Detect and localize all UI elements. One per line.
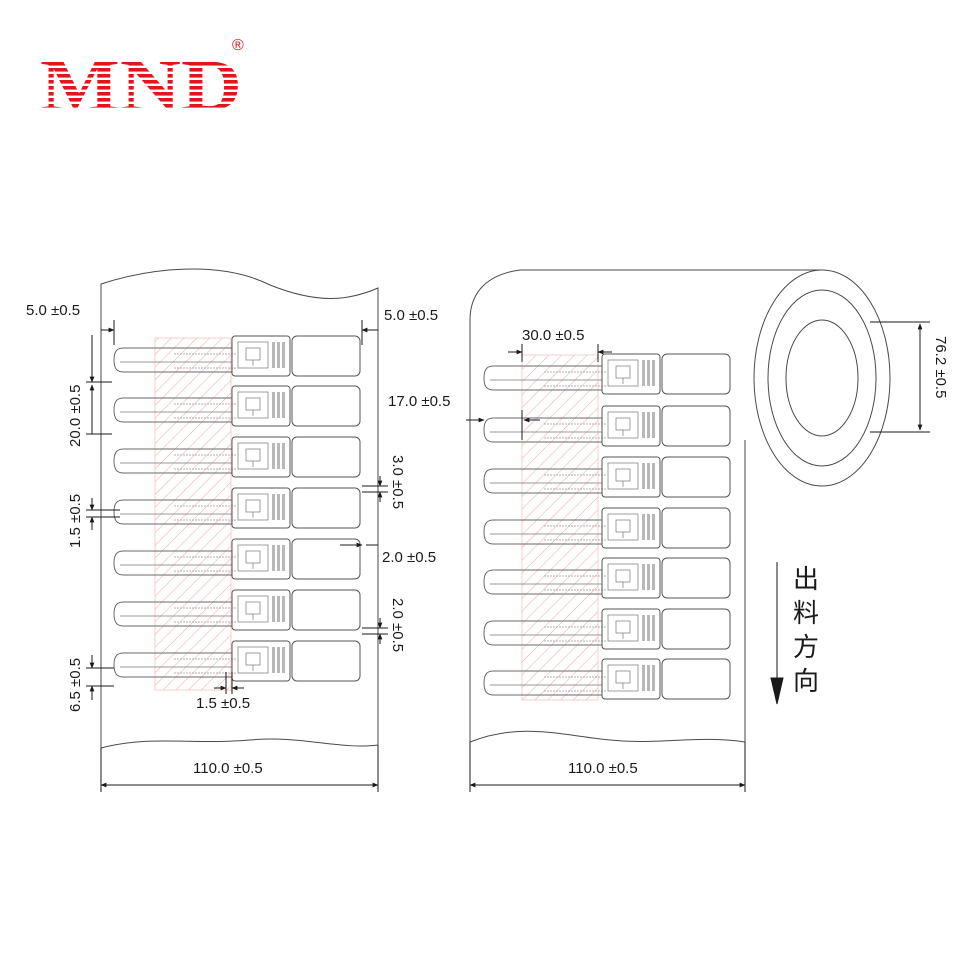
right-dimension-lines xyxy=(466,321,930,792)
right-roll-diagram xyxy=(469,269,891,743)
left-dimension-lines xyxy=(86,320,388,792)
left-label-rows xyxy=(113,335,361,682)
left-dimension-labels: 5.0 ±0.5 5.0 ±0.5 20.0 ±0.5 1.5 ±0.5 3.0… xyxy=(26,302,438,777)
brand-logo: ® xyxy=(40,37,244,120)
dim-inlay-height: 3.0 ±0.5 xyxy=(389,455,406,509)
dim-right-width: 110.0 ±0.5 xyxy=(568,760,638,777)
dim-start-offset: 17.0 ±0.5 xyxy=(388,393,450,410)
feed-direction-char-2: 料 xyxy=(793,599,819,629)
right-label-rows xyxy=(483,353,731,700)
dim-edge-offset: 2.0 ±0.5 xyxy=(382,549,436,566)
dim-left-width: 110.0 ±0.5 xyxy=(193,760,263,777)
feed-direction-char-4: 向 xyxy=(793,667,819,697)
dim-strip-height: 2.0 ±0.5 xyxy=(389,598,406,652)
right-dimension-labels: 30.0 ±0.5 17.0 ±0.5 76.2 ±0.5 110.0 ±0.5 xyxy=(388,327,949,777)
dim-margin-right: 5.0 ±0.5 xyxy=(384,307,438,324)
registered-mark: ® xyxy=(232,37,244,54)
dim-label-pitch: 20.0 ±0.5 xyxy=(67,385,84,447)
dim-margin-left: 5.0 ±0.5 xyxy=(26,302,80,319)
dim-inlay-width: 30.0 ±0.5 xyxy=(522,327,584,344)
feed-direction-label: 出 料 方 向 xyxy=(793,565,819,697)
feed-direction-char-1: 出 xyxy=(793,565,819,595)
left-sheet-diagram xyxy=(100,268,379,749)
dim-bottom-margin: 6.5 ±0.5 xyxy=(67,658,84,712)
dim-core-diameter: 76.2 ±0.5 xyxy=(932,336,949,398)
feed-direction-char-3: 方 xyxy=(793,633,819,663)
dim-label-gap: 1.5 ±0.5 xyxy=(67,494,84,548)
dim-inner-offset: 1.5 ±0.5 xyxy=(196,695,250,712)
